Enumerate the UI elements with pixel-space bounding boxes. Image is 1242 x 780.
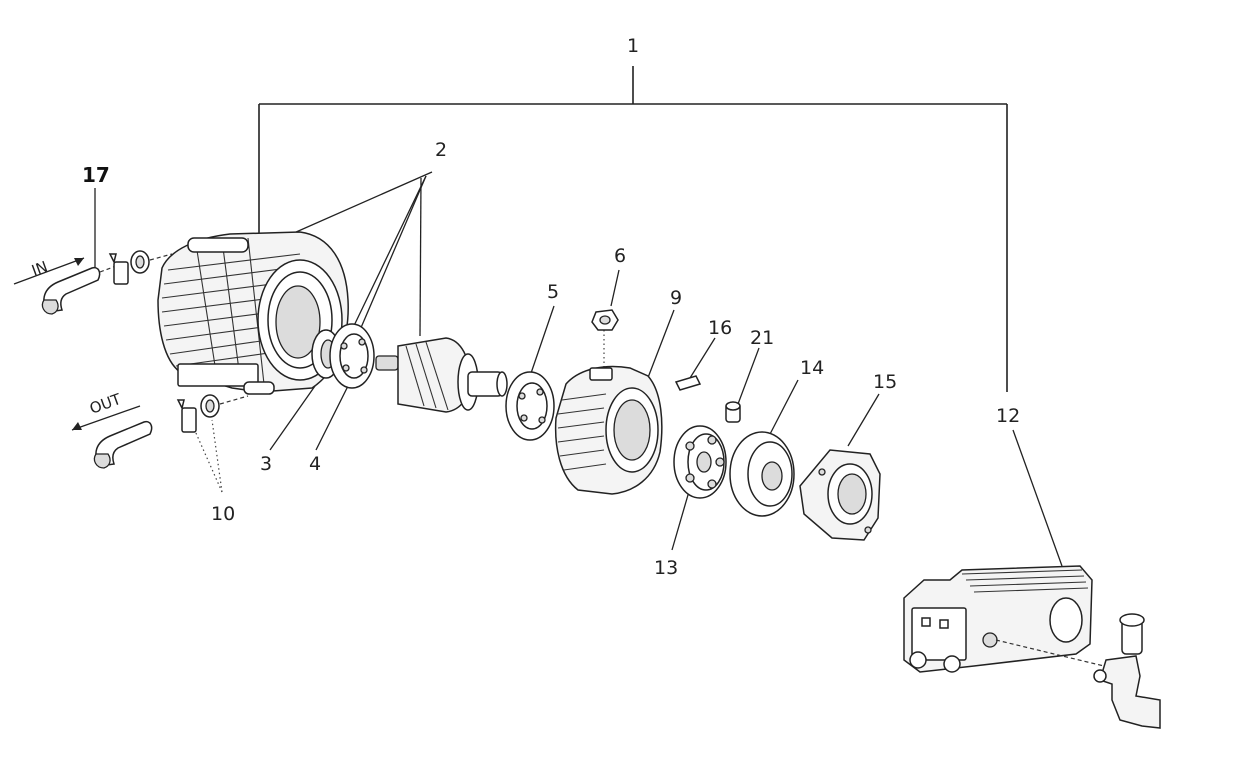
- pin: [725, 401, 741, 423]
- callout-2: 2: [435, 139, 447, 161]
- shaft-key: [674, 375, 702, 391]
- motor-housing: [157, 231, 349, 395]
- callout-9: 9: [670, 287, 682, 309]
- callout-21: 21: [750, 327, 774, 349]
- rotor-shaft: [375, 337, 508, 413]
- callout-12: 12: [996, 405, 1020, 427]
- assembly-bracket: [258, 66, 1008, 392]
- callout-15: 15: [873, 371, 897, 393]
- callout-1: 1: [627, 35, 639, 57]
- pump-adapter: [799, 449, 881, 541]
- drive-ring: [729, 431, 795, 517]
- callout-17: 17: [82, 163, 110, 187]
- rear-bearing: [505, 371, 555, 441]
- outlet-fitting: [93, 394, 249, 469]
- coupling: [673, 425, 727, 499]
- callout-16: 16: [708, 317, 732, 339]
- nut: [591, 309, 619, 331]
- front-bearing: [329, 323, 375, 389]
- callout-5: 5: [547, 281, 559, 303]
- inlet-label: IN: [29, 257, 50, 279]
- inlet-fitting: [41, 250, 173, 315]
- callout-14: 14: [800, 357, 824, 379]
- callout-3: 3: [260, 453, 272, 475]
- rear-flange: [554, 365, 663, 495]
- leader-lines: [94, 171, 1063, 567]
- callout-6: 6: [614, 245, 626, 267]
- pump-body: [903, 565, 1105, 673]
- callout-4: 4: [309, 453, 321, 475]
- unloader-valve: [1093, 613, 1161, 729]
- callout-numbers: 1 2 3 4 5 6 9 10 12 13 14 15 16 17 21: [82, 35, 1020, 579]
- callout-10: 10: [211, 503, 235, 525]
- callout-13: 13: [654, 557, 678, 579]
